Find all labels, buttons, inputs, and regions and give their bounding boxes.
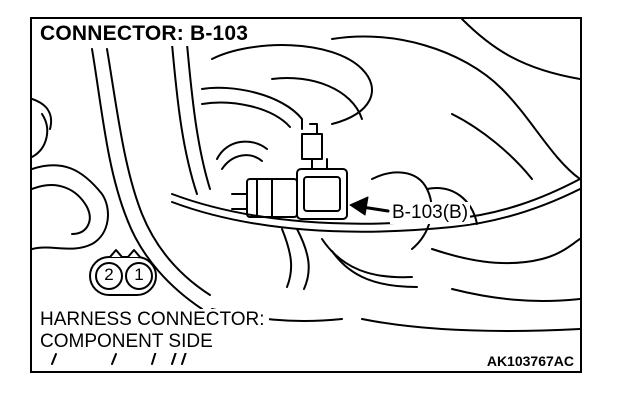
pin-number-2: 2 [104, 265, 114, 284]
harness-caption-line-1: HARNESS CONNECTOR: [40, 309, 265, 330]
harness-connector-caption: HARNESS CONNECTOR: COMPONENT SIDE [38, 309, 269, 353]
callout-arrow-icon [349, 196, 390, 216]
connector-callout-label: B-103(B) [390, 202, 471, 224]
harness-caption-line-2: COMPONENT SIDE [40, 331, 213, 352]
engine-bay-illustration [32, 19, 580, 365]
reference-code: AK103767AC [484, 353, 576, 369]
diagram-frame: CONNECTOR: B-103 B-103(B) 2 1 HARNESS CO… [30, 17, 582, 373]
connector-face-icon [89, 249, 157, 296]
diagram-title: CONNECTOR: B-103 [38, 22, 251, 46]
pin-number-1: 1 [134, 265, 144, 284]
